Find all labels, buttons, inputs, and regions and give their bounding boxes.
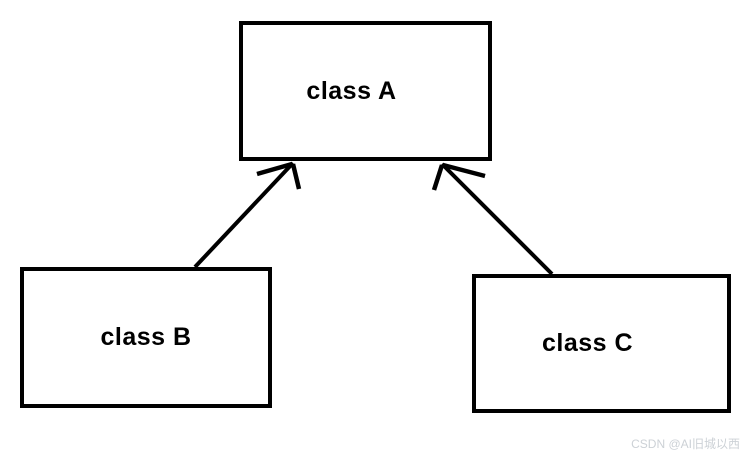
class-node-b-label: class B [100, 323, 192, 351]
class-node-a: class A [239, 21, 492, 161]
class-node-b: class B [20, 267, 272, 408]
class-node-c: class C [472, 274, 731, 413]
inheritance-arrow-b-to-a [193, 161, 302, 269]
csdn-watermark: CSDN @AI旧城以西 [631, 437, 740, 451]
inheritance-arrow-c-to-a [431, 162, 554, 276]
class-node-a-label: class A [306, 76, 397, 105]
class-node-c-label: class C [541, 329, 634, 357]
